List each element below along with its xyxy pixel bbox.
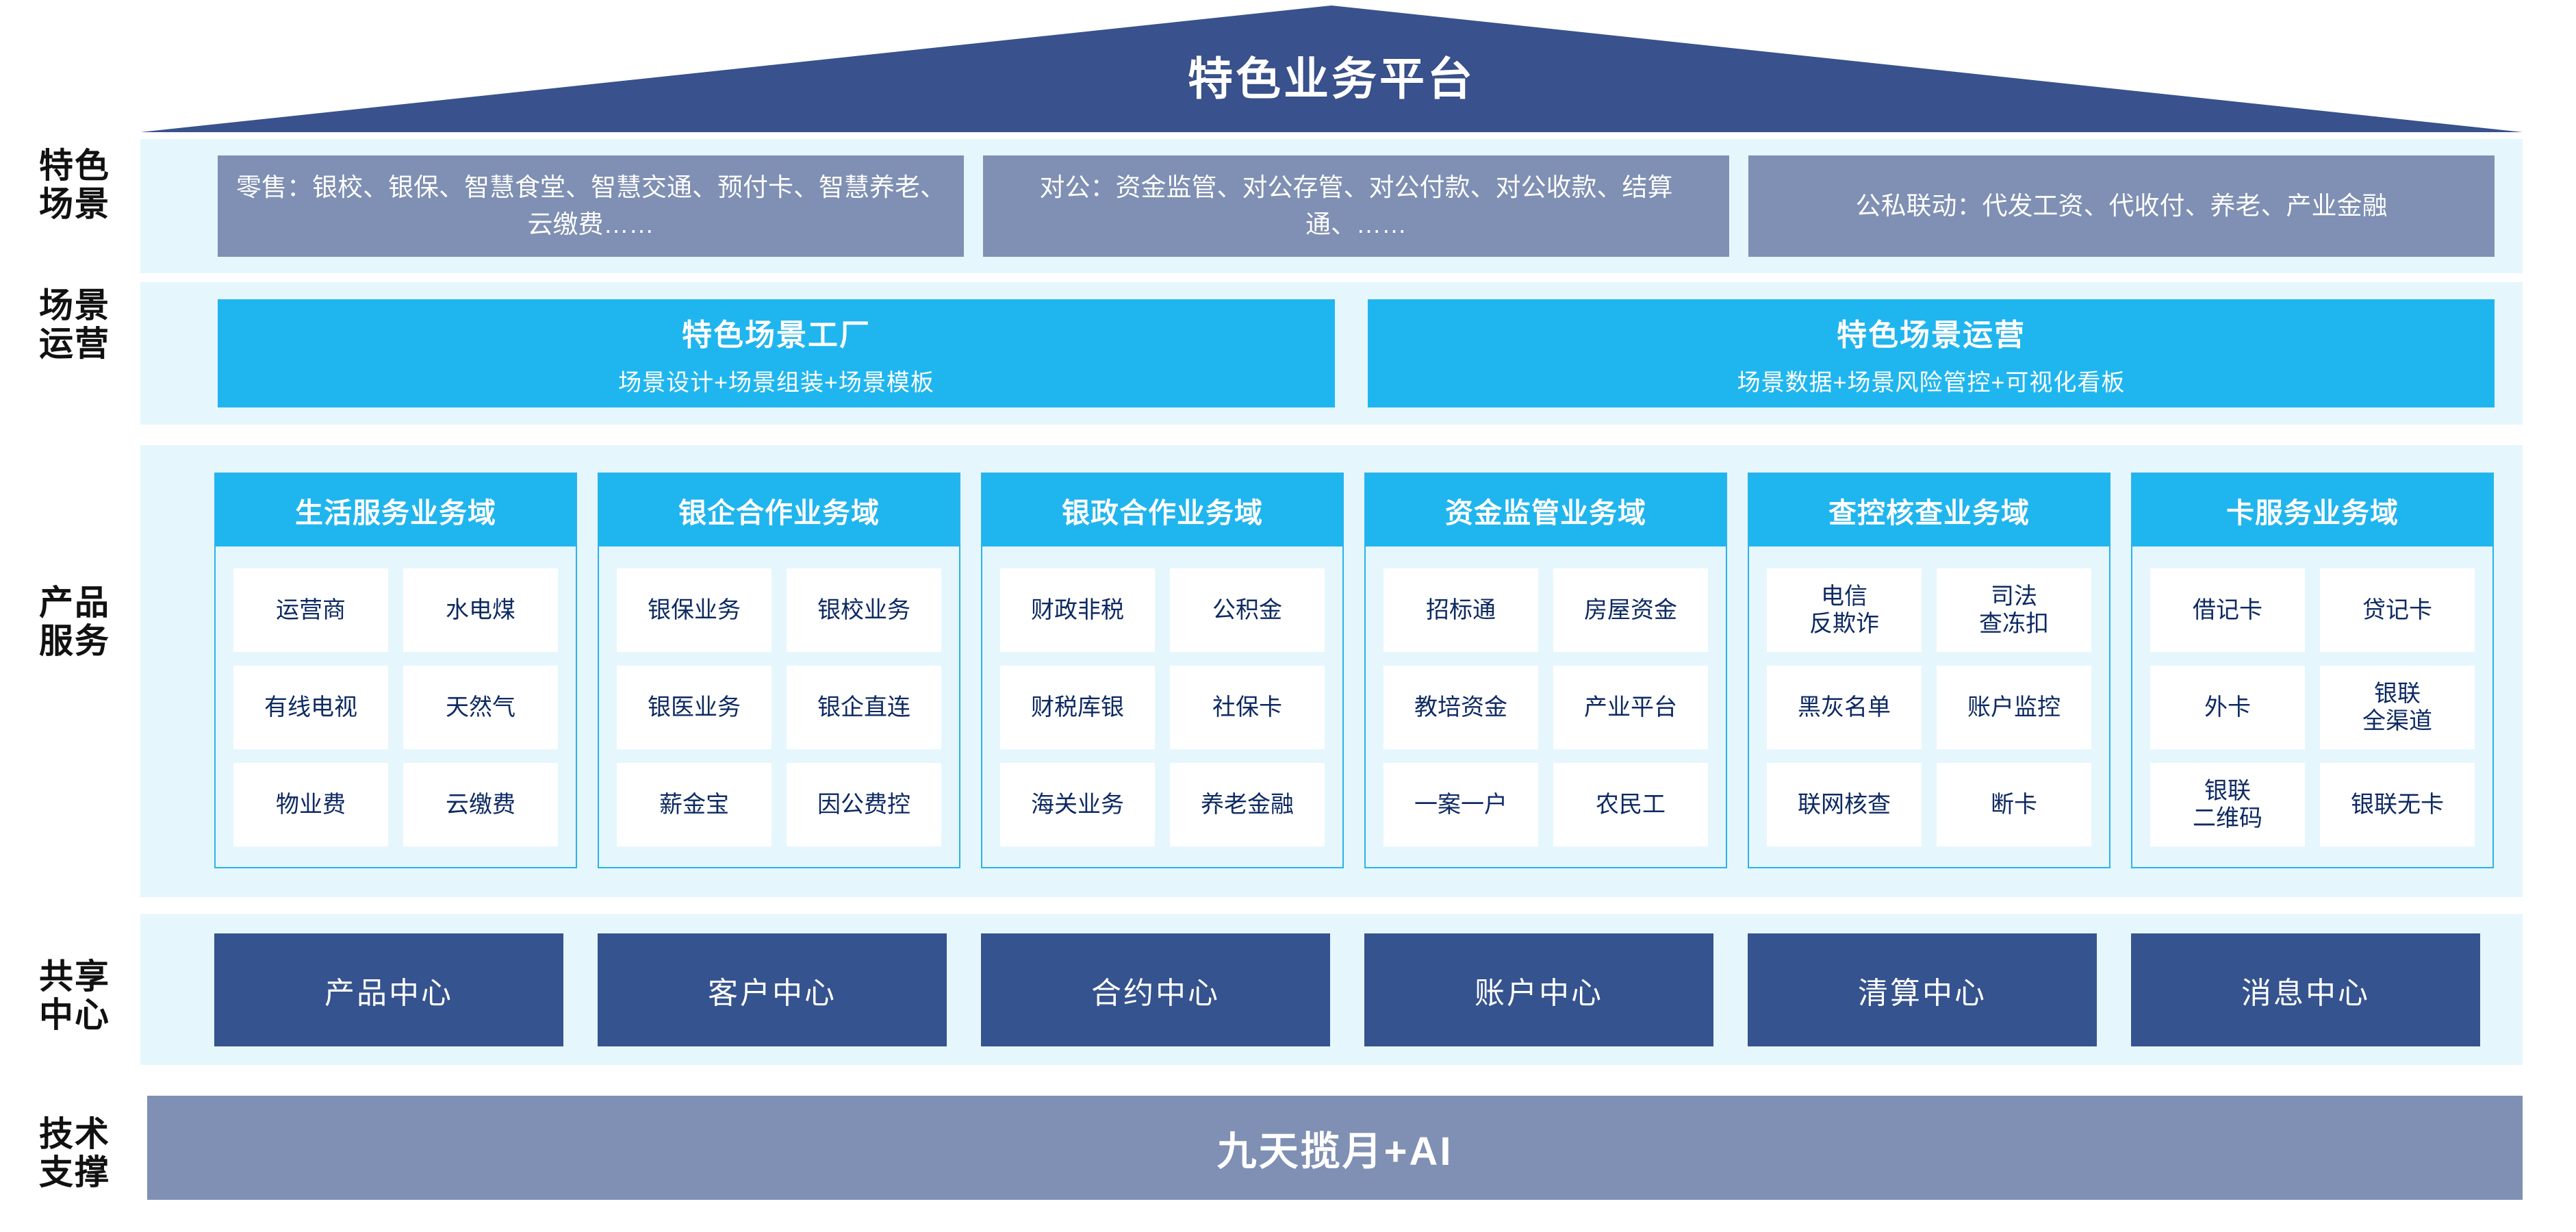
domain-cell-grid: 电信 反欺诈 司法 查冻扣 黑灰名单 账户监控 联网核查 断卡: [1749, 546, 2109, 870]
domain-cell[interactable]: 银联无卡: [2320, 763, 2475, 846]
domain-cell-grid: 运营商 水电煤 有线电视 天然气 物业费 云缴费: [216, 546, 576, 870]
shared-center-product[interactable]: 产品中心: [214, 933, 563, 1046]
domain-cell[interactable]: 贷记卡: [2320, 568, 2475, 652]
domain-cell-grid: 招标通 房屋资金 教培资金 产业平台 一案一户 农民工: [1366, 546, 1726, 870]
domain-cell[interactable]: 运营商: [233, 568, 388, 652]
domain-cell[interactable]: 招标通: [1383, 568, 1538, 652]
domain-column-investigation[interactable]: 查控核查业务域 电信 反欺诈 司法 查冻扣 黑灰名单 账户监控 联网核查 断卡: [1748, 473, 2110, 868]
domain-cell[interactable]: 水电煤: [403, 568, 558, 652]
domain-cell[interactable]: 账户监控: [1937, 666, 2091, 749]
domain-cell[interactable]: 房屋资金: [1553, 568, 1708, 652]
domain-header: 银企合作业务域: [599, 474, 959, 546]
domain-cell[interactable]: 外卡: [2150, 666, 2305, 749]
domain-header: 银政合作业务域: [982, 474, 1342, 546]
domain-cell-grid: 银保业务 银校业务 银医业务 银企直连 薪金宝 因公费控: [599, 546, 959, 870]
domain-cell[interactable]: 银保业务: [617, 568, 771, 652]
domain-cell[interactable]: 公积金: [1170, 568, 1325, 652]
row-label-shared-centers: 共享 中心: [39, 957, 110, 1034]
domain-cell[interactable]: 云缴费: [403, 763, 558, 846]
scenario-card-linkage[interactable]: 公私联动：代发工资、代收付、养老、产业金融: [1748, 155, 2495, 257]
domain-column-card-service[interactable]: 卡服务业务域 借记卡 贷记卡 外卡 银联 全渠道 银联 二维码 银联无卡: [2131, 473, 2494, 868]
page-title: 特色业务平台: [1188, 53, 1475, 104]
operation-card-scene-factory[interactable]: 特色场景工厂 场景设计+场景组装+场景模板: [218, 299, 1335, 407]
domain-cell-grid: 财政非税 公积金 财税库银 社保卡 海关业务 养老金融: [982, 546, 1342, 870]
shared-center-settlement[interactable]: 清算中心: [1748, 933, 2097, 1046]
domain-cell[interactable]: 断卡: [1937, 763, 2091, 846]
domain-cell[interactable]: 薪金宝: [617, 763, 771, 846]
domain-cell[interactable]: 银医业务: [617, 666, 771, 749]
operation-title: 特色场景工厂: [682, 318, 871, 352]
domain-cell[interactable]: 银联 二维码: [2150, 763, 2305, 846]
platform-roof: 特色业务平台: [140, 5, 2523, 132]
domain-header: 资金监管业务域: [1366, 474, 1726, 546]
scenario-card-corporate[interactable]: 对公：资金监管、对公存管、对公付款、对公收款、结算通、……: [983, 155, 1729, 257]
shared-center-account[interactable]: 账户中心: [1364, 933, 1713, 1046]
domain-cell[interactable]: 借记卡: [2150, 568, 2305, 652]
domain-column-fund-supervision[interactable]: 资金监管业务域 招标通 房屋资金 教培资金 产业平台 一案一户 农民工: [1364, 473, 1727, 868]
domain-cell[interactable]: 联网核查: [1767, 763, 1922, 846]
domain-cell[interactable]: 养老金融: [1170, 763, 1325, 846]
domain-cell[interactable]: 天然气: [403, 666, 558, 749]
domain-cell[interactable]: 因公费控: [787, 763, 941, 846]
domain-cell[interactable]: 银联 全渠道: [2320, 666, 2475, 749]
domain-cell[interactable]: 黑灰名单: [1767, 666, 1922, 749]
domain-cell[interactable]: 司法 查冻扣: [1937, 568, 2091, 652]
row-label-products: 产品 服务: [39, 583, 110, 660]
domain-cell[interactable]: 银企直连: [787, 666, 941, 749]
row-label-tech-support: 技术 支撑: [39, 1115, 110, 1192]
domain-header: 生活服务业务域: [216, 474, 576, 546]
domain-column-bank-government[interactable]: 银政合作业务域 财政非税 公积金 财税库银 社保卡 海关业务 养老金融: [981, 473, 1344, 868]
domain-cell[interactable]: 有线电视: [233, 666, 388, 749]
domain-cell[interactable]: 产业平台: [1553, 666, 1708, 749]
domain-cell[interactable]: 银校业务: [787, 568, 941, 652]
shared-center-contract[interactable]: 合约中心: [981, 933, 1330, 1046]
domain-cell[interactable]: 社保卡: [1170, 666, 1325, 749]
operation-subtitle: 场景数据+场景风险管控+可视化看板: [1737, 369, 2126, 396]
domain-column-life-service[interactable]: 生活服务业务域 运营商 水电煤 有线电视 天然气 物业费 云缴费: [214, 473, 577, 868]
scenario-card-retail[interactable]: 零售：银校、银保、智慧食堂、智慧交通、预付卡、智慧养老、云缴费……: [218, 155, 964, 257]
shared-center-customer[interactable]: 客户中心: [598, 933, 947, 1046]
domain-cell[interactable]: 海关业务: [1000, 763, 1155, 846]
domain-header: 卡服务业务域: [2132, 474, 2492, 546]
operation-title: 特色场景运营: [1837, 318, 2026, 352]
operation-card-scene-operations[interactable]: 特色场景运营 场景数据+场景风险管控+可视化看板: [1368, 299, 2495, 407]
domain-cell[interactable]: 教培资金: [1383, 666, 1538, 749]
domain-cell[interactable]: 物业费: [233, 763, 388, 846]
domain-cell[interactable]: 农民工: [1553, 763, 1708, 846]
row-label-scenarios: 特色 场景: [39, 147, 110, 223]
domain-cell-grid: 借记卡 贷记卡 外卡 银联 全渠道 银联 二维码 银联无卡: [2132, 546, 2492, 870]
domain-column-bank-enterprise[interactable]: 银企合作业务域 银保业务 银校业务 银医业务 银企直连 薪金宝 因公费控: [598, 473, 960, 868]
domain-cell[interactable]: 财政非税: [1000, 568, 1155, 652]
domain-cell[interactable]: 电信 反欺诈: [1767, 568, 1922, 652]
domain-header: 查控核查业务域: [1749, 474, 2109, 546]
row-label-operations: 场景 运营: [39, 286, 110, 363]
shared-center-message[interactable]: 消息中心: [2131, 933, 2480, 1046]
domain-cell[interactable]: 一案一户: [1383, 763, 1538, 846]
domain-cell[interactable]: 财税库银: [1000, 666, 1155, 749]
tech-support-bar[interactable]: 九天揽月+AI: [147, 1096, 2523, 1200]
operation-subtitle: 场景设计+场景组装+场景模板: [618, 369, 934, 396]
